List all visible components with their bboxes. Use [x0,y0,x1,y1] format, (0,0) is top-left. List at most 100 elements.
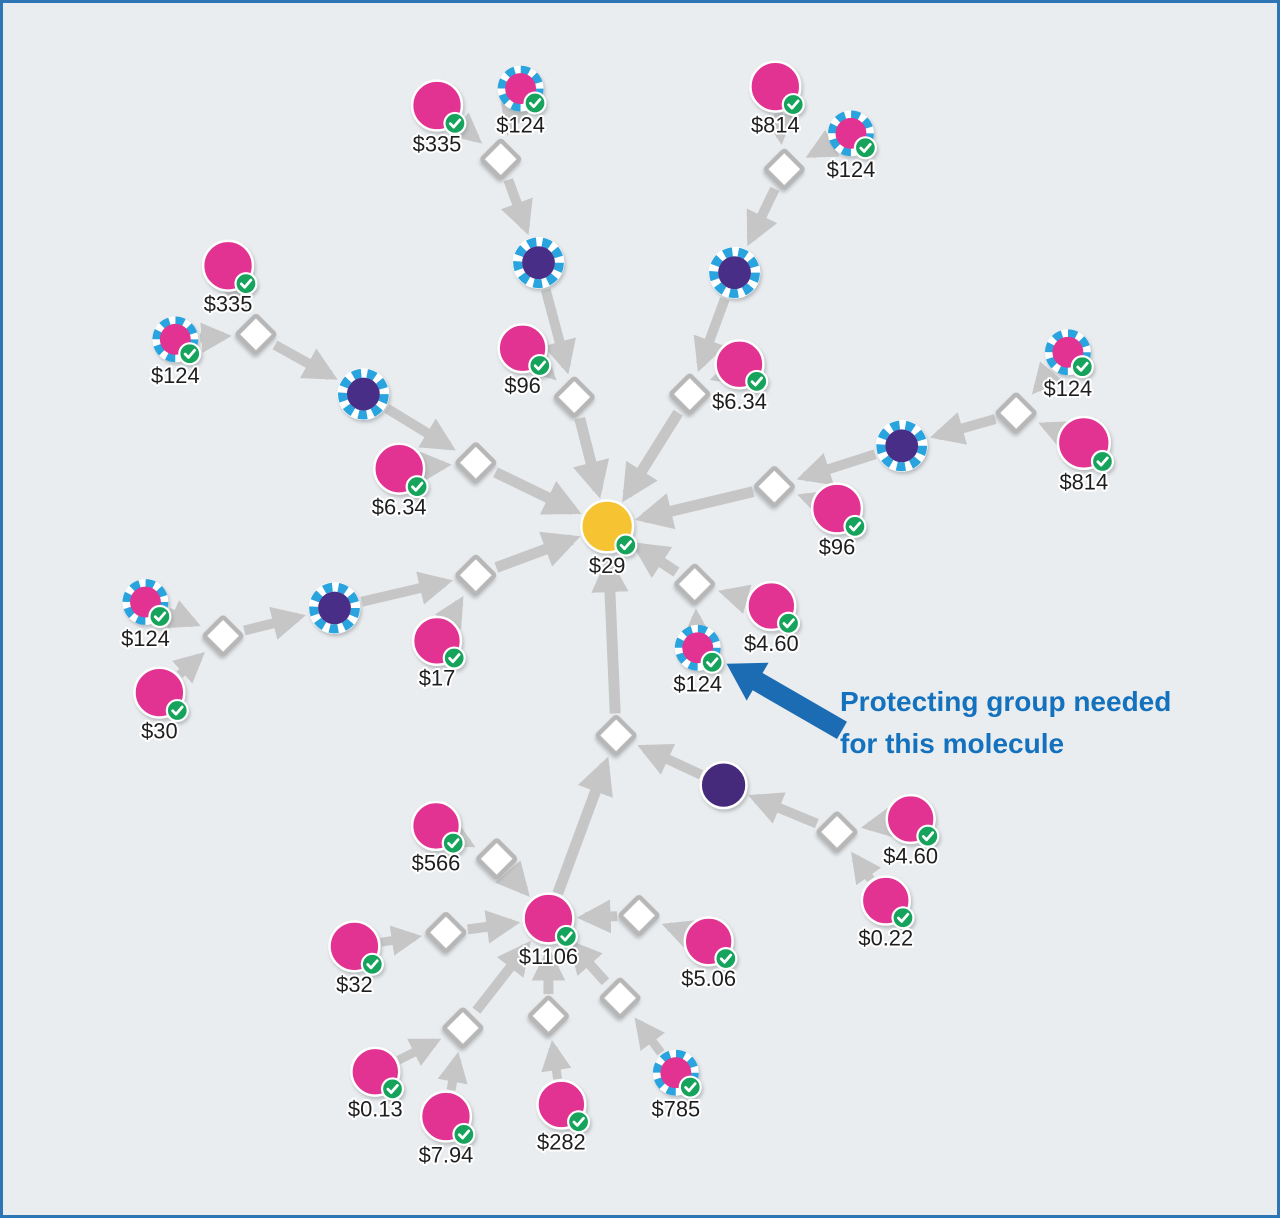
molecule-node[interactable] [497,323,552,378]
molecule-node[interactable] [683,916,738,971]
reaction-diamond[interactable] [455,554,497,596]
molecule-node[interactable] [133,666,189,723]
route-arrow [748,792,819,829]
target-molecule-node[interactable] [580,499,638,557]
price-label: $566 [412,851,461,876]
route-arrow [172,652,205,684]
availability-check-icon [165,698,189,723]
price-label: $6.34 [372,494,427,519]
protected-molecule-node[interactable] [652,1049,702,1099]
annotation-arrow-icon [726,662,847,740]
molecule-node[interactable] [522,892,578,948]
availability-check-icon [442,646,466,670]
protected-intermediate-node[interactable] [875,419,928,472]
availability-check-icon [452,1122,476,1146]
price-label: $1106 [519,944,578,969]
reaction-diamond[interactable] [763,148,805,190]
route-arrow [746,186,780,247]
molecule-node[interactable] [201,239,258,296]
reaction-diamond[interactable] [816,811,858,853]
intermediate-node[interactable] [699,760,748,810]
molecule-node[interactable] [536,1079,591,1134]
availability-check-icon [148,604,172,629]
molecule-node[interactable] [410,79,467,135]
protected-molecule-node[interactable] [152,316,202,366]
molecule-node[interactable] [373,442,429,499]
availability-check-icon [360,952,384,976]
availability-check-icon [700,650,724,674]
price-label: $6.34 [712,389,767,414]
availability-check-icon [745,369,769,393]
molecule-node[interactable] [714,339,769,393]
price-label: $4.60 [744,631,799,656]
protection-ring-icon [152,316,199,363]
route-arrow [591,554,629,714]
route-arrow [420,451,452,483]
reaction-diamond[interactable] [753,466,795,508]
reaction-diamond[interactable] [599,977,641,1019]
availability-check-icon [554,924,578,948]
price-label: $29 [589,553,626,578]
route-arrow [540,288,576,375]
route-arrow [243,606,306,640]
route-graph-svg: $335$124$96$814$124$6.34$335$124$6.34$12… [119,60,1114,1169]
reaction-diamond[interactable] [595,714,637,756]
price-label: $785 [651,1096,700,1121]
molecule-node[interactable] [350,1046,405,1101]
protected-intermediate-node[interactable] [512,236,565,289]
molecule-node[interactable] [1056,415,1114,473]
price-label: $0.22 [858,925,913,950]
molecule-node[interactable] [746,580,801,635]
protection-ring-icon [876,420,928,472]
price-label: $96 [504,373,540,398]
protected-intermediate-node[interactable] [308,582,361,634]
protected-molecule-node[interactable] [122,579,172,629]
reaction-diamond[interactable] [202,615,244,657]
protection-ring-icon [674,624,721,671]
molecule-node[interactable] [410,800,465,855]
route-arrow [634,1017,665,1056]
reaction-diamond[interactable] [455,442,497,484]
molecule-node[interactable] [885,793,940,848]
route-arrow [221,277,250,312]
molecule-node[interactable] [411,615,466,670]
molecule-node[interactable] [328,920,384,976]
route-arrow [718,584,752,614]
reaction-diamond[interactable] [995,392,1037,434]
reaction-diamond[interactable] [476,838,518,880]
protected-intermediate-node[interactable] [337,368,390,420]
protection-ring-icon [652,1049,699,1096]
protection-ring-icon [828,110,874,157]
price-label: $17 [419,666,456,691]
price-label: $124 [121,626,170,651]
reaction-diamond[interactable] [480,138,522,180]
route-arrow [494,531,581,573]
route-arrow [576,899,618,934]
reaction-diamond[interactable] [442,1007,484,1049]
molecule-node[interactable] [419,1090,476,1146]
price-label: $814 [1059,470,1108,495]
reaction-diamond[interactable] [235,313,277,355]
reaction-diamond[interactable] [674,563,716,605]
molecule-node[interactable] [749,60,805,117]
reaction-diamond[interactable] [528,995,569,1037]
molecule-node[interactable] [860,875,915,930]
price-label: $0.13 [348,1096,403,1121]
availability-check-icon [843,514,867,538]
route-arrow [693,297,730,373]
reaction-diamond[interactable] [669,373,711,415]
route-arrow [572,416,610,499]
route-arrow [763,112,794,146]
protected-intermediate-node[interactable] [708,246,761,299]
reaction-diamond[interactable] [425,911,467,953]
protected-molecule-node[interactable] [497,65,547,115]
availability-check-icon [234,272,258,296]
protected-molecule-node[interactable] [674,624,724,674]
reaction-diamond[interactable] [618,895,660,936]
protected-molecule-node[interactable] [1044,329,1094,379]
route-arrow [472,940,531,1014]
molecule-node[interactable] [810,482,867,538]
protected-molecule-node[interactable] [828,110,877,160]
route-arrow [860,807,894,838]
reaction-diamond[interactable] [553,376,595,418]
